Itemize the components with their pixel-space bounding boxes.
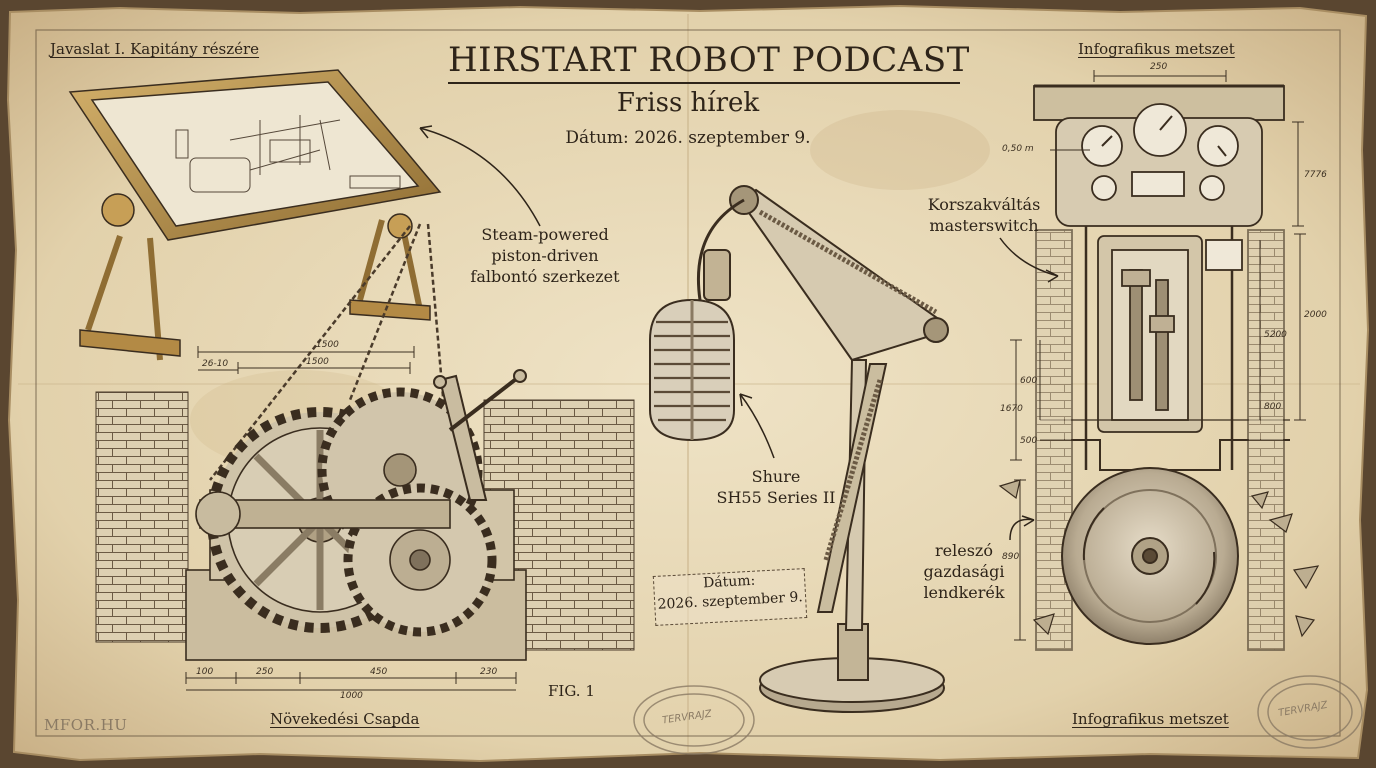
- brick-wall-left: [95, 391, 189, 643]
- dim-left-100: 100: [196, 667, 214, 677]
- microphone-model: SH55 Series II: [716, 488, 836, 507]
- dim-left-1000: 1000: [340, 691, 363, 701]
- dim-right-2000: 2000: [1304, 310, 1327, 320]
- mic-boom: [696, 185, 949, 713]
- dim-right-1670: 1670: [1000, 404, 1023, 414]
- flywheel: [1061, 467, 1239, 645]
- gear-assembly: [185, 387, 527, 661]
- date-stamp-note: Dátum: 2026. szeptember 9.: [652, 568, 808, 626]
- dim-left-450: 450: [370, 667, 388, 677]
- page-title: HIRSTART ROBOT PODCAST: [448, 40, 969, 84]
- page-subtitle: Friss hírek: [616, 88, 760, 118]
- right-dimension-lines: [1010, 70, 1306, 641]
- dim-right-600: 600: [1020, 376, 1038, 386]
- bottom-left-caption: Növekedési Csapda: [270, 710, 420, 728]
- dim-right-7776: 7776: [1304, 170, 1327, 180]
- dim-left-250: 250: [256, 667, 274, 677]
- dim-left-1500a: 1500: [316, 340, 339, 350]
- figure-label: FIG. 1: [548, 682, 595, 700]
- tervrajz-stamp-center: [633, 685, 755, 755]
- machine-annotation: Steam-powered piston-driven falbontó sze…: [470, 225, 620, 286]
- microphone-head: [649, 249, 735, 442]
- microphone-annotation: Shure SH55 Series II: [706, 466, 846, 508]
- dim-right-890: 890: [1002, 552, 1020, 562]
- dim-right-050: 0,50 m: [1002, 144, 1034, 154]
- top-right-caption: Infografikus metszet: [1078, 40, 1235, 58]
- credit-mark: MFOR.HU: [44, 716, 128, 734]
- dim-left-230: 230: [480, 667, 498, 677]
- piston-arm: [433, 369, 527, 501]
- dim-right-250: 250: [1150, 62, 1168, 72]
- debris: [998, 479, 1320, 638]
- pointer-arrows: [419, 125, 1059, 541]
- top-left-caption: Javaslat I. Kapitány részére: [50, 40, 260, 58]
- dim-right-5200: 5200: [1264, 330, 1287, 340]
- dim-right-500: 500: [1020, 436, 1038, 446]
- inner-border: [35, 29, 1341, 737]
- left-dimension-lines: [185, 346, 517, 691]
- switch-annotation: Korszakváltás masterswitch: [927, 195, 1041, 235]
- flywheel-annotation: releszó gazdasági lendkerék: [923, 541, 1005, 602]
- tervrajz-stamp-right: [1257, 675, 1363, 749]
- microphone-brand: Shure: [751, 467, 801, 486]
- dim-left-1500b: 1500: [306, 357, 329, 367]
- dim-left-2610: 26-10: [202, 359, 229, 369]
- header-date: Dátum: 2026. szeptember 9.: [565, 128, 811, 148]
- dim-right-800: 800: [1264, 402, 1282, 412]
- infographic-section: [1033, 84, 1290, 651]
- drafting-table: [68, 69, 442, 361]
- bottom-right-caption: Infografikus metszet: [1072, 710, 1229, 728]
